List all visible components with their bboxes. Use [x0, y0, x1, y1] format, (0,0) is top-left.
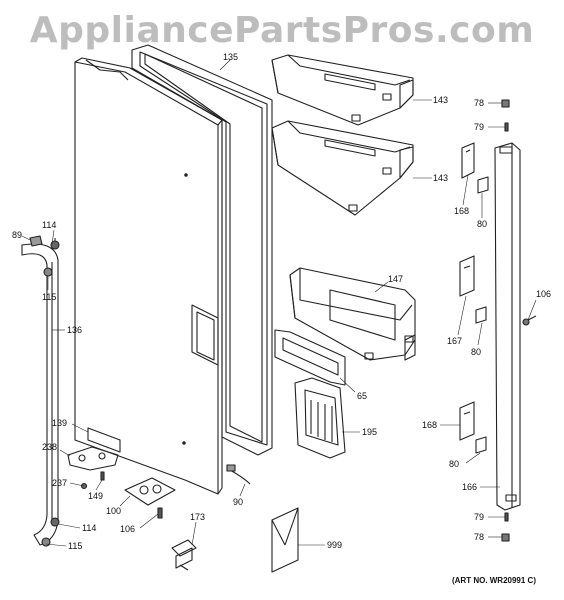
callout-149: 149 [88, 491, 103, 501]
callout-237: 237 [52, 478, 67, 488]
callout-999: 999 [327, 540, 342, 550]
callout-80-upper: 80 [477, 219, 487, 229]
screw-78-top [501, 99, 510, 108]
callout-89: 89 [12, 230, 22, 240]
hinge-bracket-lower [459, 401, 475, 441]
hinge-bushing-3 [475, 436, 487, 454]
callout-114-bottom: 114 [82, 523, 96, 533]
callout-173: 173 [190, 512, 205, 522]
callout-65: 65 [357, 391, 367, 401]
handle-cap-115-top [43, 267, 53, 277]
door-handle [21, 243, 59, 546]
control-board [294, 377, 346, 459]
handle-plug-89 [29, 235, 43, 247]
callout-135: 135 [223, 52, 238, 62]
side-bar-trim [494, 142, 521, 511]
manual-envelope-999 [271, 507, 299, 573]
hinge-plate-139 [87, 427, 121, 453]
callout-79-bottom: 79 [474, 512, 484, 522]
door-gasket [131, 44, 273, 456]
callout-115-top: 115 [42, 292, 56, 302]
door-bin-upper [271, 54, 414, 126]
callout-166: 166 [462, 482, 477, 492]
handle-screw-114-bottom [50, 517, 60, 527]
screw-106-bottom [157, 507, 163, 519]
wire-harness-90 [226, 464, 251, 485]
callout-167: 167 [447, 336, 462, 346]
callout-143-upper: 143 [433, 95, 448, 105]
dispenser-frame [274, 329, 346, 386]
callout-80-middle: 80 [471, 347, 481, 357]
callout-143-lower: 143 [433, 173, 448, 183]
water-fitting-173 [171, 539, 197, 571]
callout-115-bottom: 115 [68, 541, 82, 551]
callout-90: 90 [233, 497, 243, 507]
hinge-bushing-2 [475, 306, 487, 324]
callout-238: 238 [42, 442, 57, 452]
door-panel [74, 57, 223, 495]
hinge-bracket-upper [461, 142, 475, 179]
callout-79-top: 79 [474, 122, 484, 132]
callout-168-lower: 168 [422, 420, 437, 430]
pin-149 [100, 471, 105, 481]
hinge-cam-238 [67, 446, 119, 471]
callout-114-top: 114 [42, 220, 56, 230]
callout-80-lower: 80 [449, 459, 459, 469]
callout-147: 147 [388, 274, 403, 284]
hinge-bracket-middle [459, 255, 475, 297]
door-bin-middle [271, 120, 414, 216]
pin-79-bottom [504, 512, 509, 522]
callout-labels: 135 143 143 147 78 79 168 80 106 167 80 … [12, 52, 551, 551]
callout-106-side: 106 [536, 289, 551, 299]
watermark-text: AppliancePartsPros.com [29, 10, 535, 51]
leader-lines [21, 59, 537, 547]
art-number: (ART NO. WR20991 C) [451, 576, 536, 585]
screw-78-bottom [501, 533, 510, 542]
pin-79-top [504, 122, 509, 132]
callout-139: 139 [52, 418, 67, 428]
door-bin-lower [289, 267, 416, 361]
callout-136: 136 [67, 325, 82, 335]
callout-168-upper: 168 [454, 206, 469, 216]
callout-195: 195 [362, 427, 377, 437]
hinge-bracket-100 [124, 477, 176, 506]
callout-100: 100 [106, 506, 121, 516]
hinge-bushing-1 [477, 176, 489, 194]
callout-78-bottom: 78 [474, 532, 484, 542]
callout-106-bottom: 106 [120, 524, 135, 534]
screw-106-side [522, 315, 537, 326]
handle-screw-114-top [50, 238, 60, 250]
handle-cap-115-bottom [41, 537, 51, 547]
callout-78-top: 78 [474, 98, 484, 108]
